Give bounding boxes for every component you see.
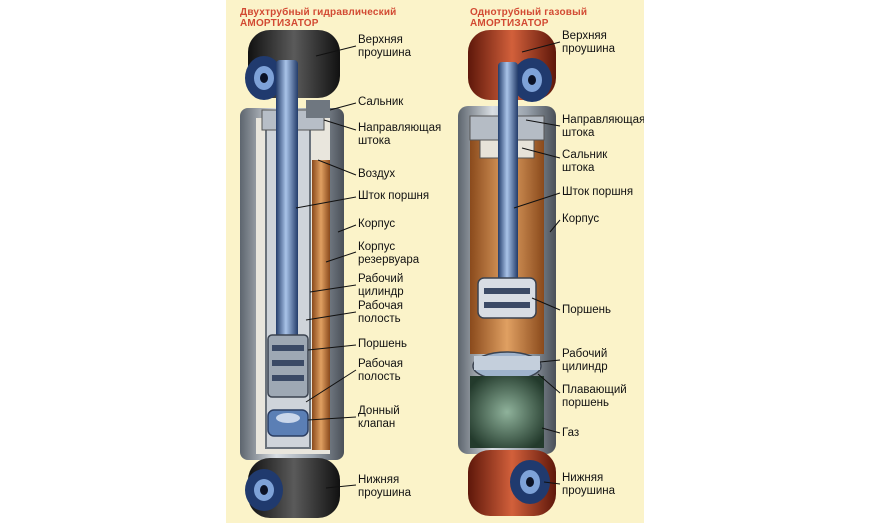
label-mono-rod-seal: Сальник штока bbox=[562, 149, 608, 174]
label-twin-upper-eye: Верхняя проушина bbox=[358, 34, 412, 59]
label-mono-body: Корпус bbox=[562, 213, 600, 225]
shock-absorbers-illustration bbox=[240, 30, 561, 518]
label-mono-piston: Поршень bbox=[562, 304, 612, 316]
twin-tube-title: Двухтрубный гидравлический АМОРТИЗАТОР bbox=[240, 7, 397, 29]
mono-tube-title: Однотрубный газовый АМОРТИЗАТОР bbox=[470, 7, 588, 29]
label-twin-reservoir-body: Корпус резервуара bbox=[358, 241, 420, 266]
label-twin-working-chamber-lower: Рабочая полость bbox=[358, 358, 404, 383]
label-mono-rod-guide: Направляющая штока bbox=[562, 114, 644, 139]
label-twin-piston-rod: Шток поршня bbox=[358, 190, 430, 202]
label-twin-working-chamber-upper: Рабочая полость bbox=[358, 300, 404, 325]
label-mono-floating-piston: Плавающий поршень bbox=[562, 384, 627, 409]
label-twin-body: Корпус bbox=[358, 218, 396, 230]
label-twin-bottom-valve: Донный клапан bbox=[358, 405, 400, 430]
label-mono-piston-rod: Шток поршня bbox=[562, 186, 634, 198]
label-twin-lower-eye: Нижняя проушина bbox=[358, 474, 412, 499]
label-twin-piston: Поршень bbox=[358, 338, 408, 350]
label-twin-rod-guide: Направляющая штока bbox=[358, 122, 442, 147]
label-twin-oil-seal: Сальник bbox=[358, 96, 404, 108]
diagram-canvas: Двухтрубный гидравлический АМОРТИЗАТОР О… bbox=[226, 0, 644, 523]
label-twin-working-cylinder: Рабочий цилиндр bbox=[358, 273, 404, 298]
twin-tube-shock-absorber bbox=[240, 30, 344, 518]
label-mono-upper-eye: Верхняя проушина bbox=[562, 30, 616, 55]
left-leader-lines bbox=[295, 45, 357, 489]
label-mono-gas: Газ bbox=[562, 427, 580, 439]
label-mono-working-cylinder: Рабочий цилиндр bbox=[562, 348, 608, 373]
mono-tube-shock-absorber bbox=[458, 30, 556, 516]
label-mono-lower-eye: Нижняя проушина bbox=[562, 472, 616, 497]
label-twin-air: Воздух bbox=[358, 168, 396, 180]
right-leader-lines bbox=[513, 41, 561, 485]
